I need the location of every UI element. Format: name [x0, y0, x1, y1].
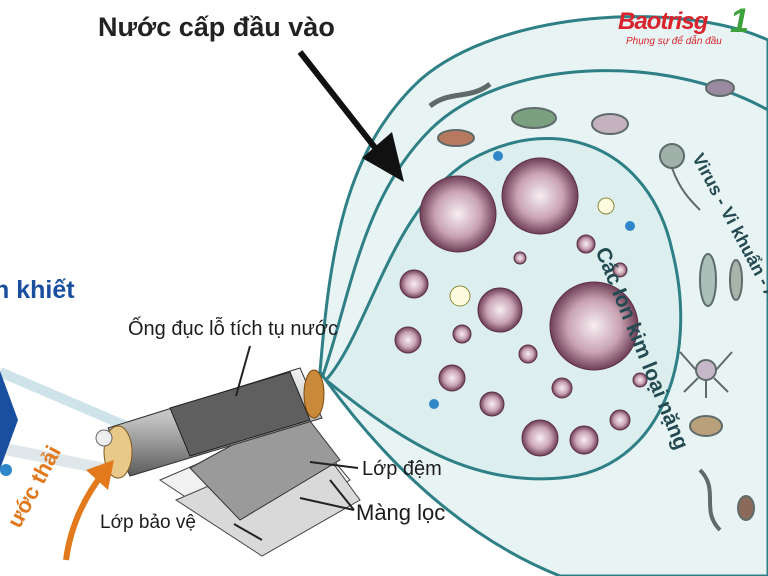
water-drop [493, 151, 503, 161]
ion-large [501, 157, 579, 235]
input-arrowhead [362, 132, 404, 182]
brand-tagline: Phụng sự để dẫn đầu [626, 36, 722, 47]
ion-medium [477, 287, 523, 333]
brand-name: Baotrisg [618, 8, 708, 35]
water-drop [429, 399, 439, 409]
ion-small [551, 377, 573, 399]
ion-small [632, 372, 648, 388]
worm [428, 81, 492, 109]
pure-water-stream [0, 367, 142, 437]
ion-small [569, 425, 599, 455]
ion-small [576, 234, 596, 254]
ion-small [449, 285, 471, 307]
ion-small [612, 262, 628, 278]
bacterium [437, 129, 475, 147]
membrane-cartridge [95, 367, 361, 557]
bacterium [705, 79, 735, 97]
flagellum [671, 167, 701, 211]
pure-water-arrow [0, 370, 18, 470]
brand-logo: Baotrisg 1 Phụng sự để dẫn đầu [612, 2, 762, 54]
ion-medium [521, 419, 559, 457]
ion-small [452, 324, 472, 344]
leader-line [309, 461, 359, 469]
leader-line [299, 497, 355, 511]
perforated-tube-label: Ống đục lỗ tích tụ nước [128, 318, 338, 340]
water-drop [625, 221, 635, 231]
leader-line [233, 523, 263, 541]
ion-small [479, 391, 505, 417]
ion-small [513, 251, 527, 265]
virus-legs [679, 351, 733, 398]
leader-line [329, 479, 355, 511]
bacterium [737, 495, 755, 521]
ion-large [549, 281, 639, 371]
pure-water-label: h khiết [0, 276, 75, 304]
waste-arrowhead [86, 460, 114, 490]
ion-small [394, 326, 422, 354]
amoeba [591, 113, 629, 135]
input-water-label: Nước cấp đầu vào [98, 12, 335, 42]
ion-small [518, 344, 538, 364]
water-drop [0, 464, 12, 476]
input-arrow [297, 50, 383, 156]
microorganisms [428, 79, 755, 532]
waste-water-stream [0, 442, 112, 476]
bacterium [511, 107, 557, 129]
leader-line [235, 345, 251, 397]
tube-outlet [95, 429, 113, 447]
middle-bubble [320, 69, 768, 379]
brand-number: 1 [730, 2, 749, 40]
ion-large [419, 175, 497, 253]
filter-membrane-label: Màng lọc [356, 500, 446, 525]
ion-small [609, 409, 631, 431]
waste-arrow [63, 470, 107, 561]
ion-small [597, 197, 615, 215]
bacillus [699, 253, 717, 307]
cartridge-wrap [169, 371, 311, 457]
protective-layer-label: Lớp bảo vệ [100, 512, 196, 533]
protozoa [659, 143, 685, 169]
virus [695, 359, 717, 381]
bacterium [689, 415, 723, 437]
spacer-layer-label: Lớp đệm [362, 458, 442, 480]
ion-small [399, 269, 429, 299]
worm [698, 468, 722, 532]
cartridge-ring [303, 369, 325, 419]
metal-ions [394, 151, 648, 457]
ion-small [438, 364, 466, 392]
bacillus [729, 259, 743, 301]
